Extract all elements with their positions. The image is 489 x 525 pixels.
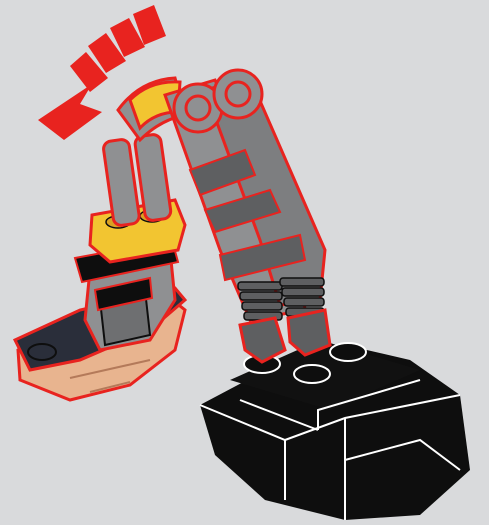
black-base (200, 340, 470, 520)
left-lower-arm (103, 134, 172, 227)
